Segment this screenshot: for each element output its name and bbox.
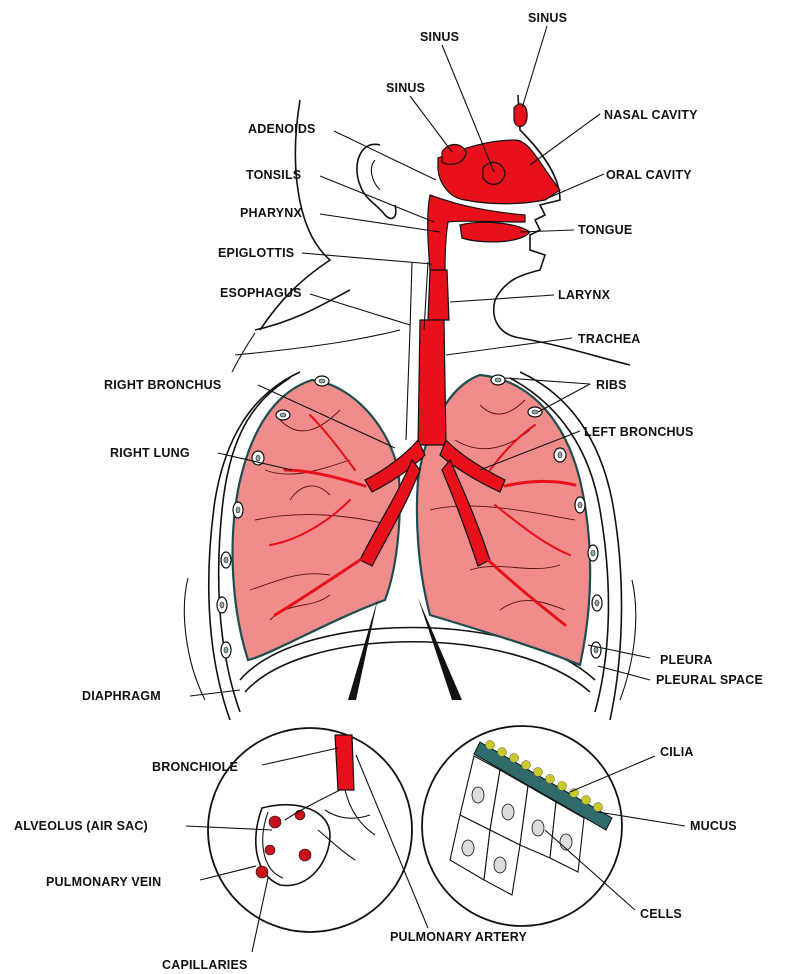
rib <box>221 552 231 568</box>
label-bronchiole: BRONCHIOLE <box>152 760 238 774</box>
leader-epiglottis <box>302 253 432 264</box>
alveolus-inset <box>208 598 412 932</box>
label-oral-cavity: ORAL CAVITY <box>606 168 692 182</box>
label-esophagus: ESOPHAGUS <box>220 286 302 300</box>
sinus-shape-mid <box>483 162 505 184</box>
leader-sinus-left <box>410 96 452 152</box>
label-adenoids: ADENOIDS <box>248 122 316 136</box>
rib <box>221 642 231 658</box>
label-left-bronchus: LEFT BRONCHUS <box>584 425 694 439</box>
label-right-lung: RIGHT LUNG <box>110 446 190 460</box>
label-pulmonary-artery: PULMONARY ARTERY <box>390 930 527 944</box>
tongue-shape <box>460 222 530 242</box>
leader-tonsils <box>320 176 434 222</box>
label-right-bronchus: RIGHT BRONCHUS <box>104 378 221 392</box>
label-sinus-top: SINUS <box>528 11 567 25</box>
label-sinus-left: SINUS <box>386 81 425 95</box>
label-epiglottis: EPIGLOTTIS <box>218 246 294 260</box>
leader-ribs-2 <box>538 384 590 412</box>
rib <box>575 497 585 513</box>
leader-diaphragm <box>190 690 240 696</box>
label-diaphragm: DIAPHRAGM <box>82 689 161 703</box>
rib <box>276 410 290 420</box>
rib <box>217 597 227 613</box>
label-trachea: TRACHEA <box>578 332 641 346</box>
label-nasal-cavity: NASAL CAVITY <box>604 108 698 122</box>
leader-trachea <box>446 338 572 355</box>
label-cilia: CILIA <box>660 745 694 759</box>
rib <box>591 642 601 658</box>
label-mucus: MUCUS <box>690 819 737 833</box>
label-cells: CELLS <box>640 907 682 921</box>
rib <box>592 595 602 611</box>
label-pharynx: PHARYNX <box>240 206 303 220</box>
rib <box>233 502 243 518</box>
label-pleura: PLEURA <box>660 653 713 667</box>
alveolus-circle <box>208 728 412 932</box>
leader-sinus-top <box>522 26 547 108</box>
leader-pleural-space <box>598 666 650 680</box>
rib <box>554 448 566 462</box>
label-tongue: TONGUE <box>578 223 632 237</box>
label-pulmonary-vein: PULMONARY VEIN <box>46 875 161 889</box>
rib <box>528 407 542 417</box>
rib <box>315 376 329 386</box>
bronchiole-shape <box>335 735 354 790</box>
rib <box>491 375 505 385</box>
leader-adenoids <box>334 131 436 180</box>
rib <box>588 545 598 561</box>
label-larynx: LARYNX <box>558 288 611 302</box>
trachea-shape <box>418 320 446 445</box>
leader-larynx <box>450 295 554 302</box>
leader-nasal-cavity <box>530 114 600 165</box>
label-pleural-space: PLEURAL SPACE <box>656 673 763 687</box>
label-alveolus: ALVEOLUS (AIR SAC) <box>14 819 148 833</box>
leader-esophagus <box>310 294 410 325</box>
ear <box>357 144 396 218</box>
label-sinus-mid: SINUS <box>420 30 459 44</box>
label-capillaries: CAPILLARIES <box>162 958 248 972</box>
sinus-shape-top <box>514 104 527 127</box>
label-tonsils: TONSILS <box>246 168 301 182</box>
label-ribs: RIBS <box>596 378 627 392</box>
